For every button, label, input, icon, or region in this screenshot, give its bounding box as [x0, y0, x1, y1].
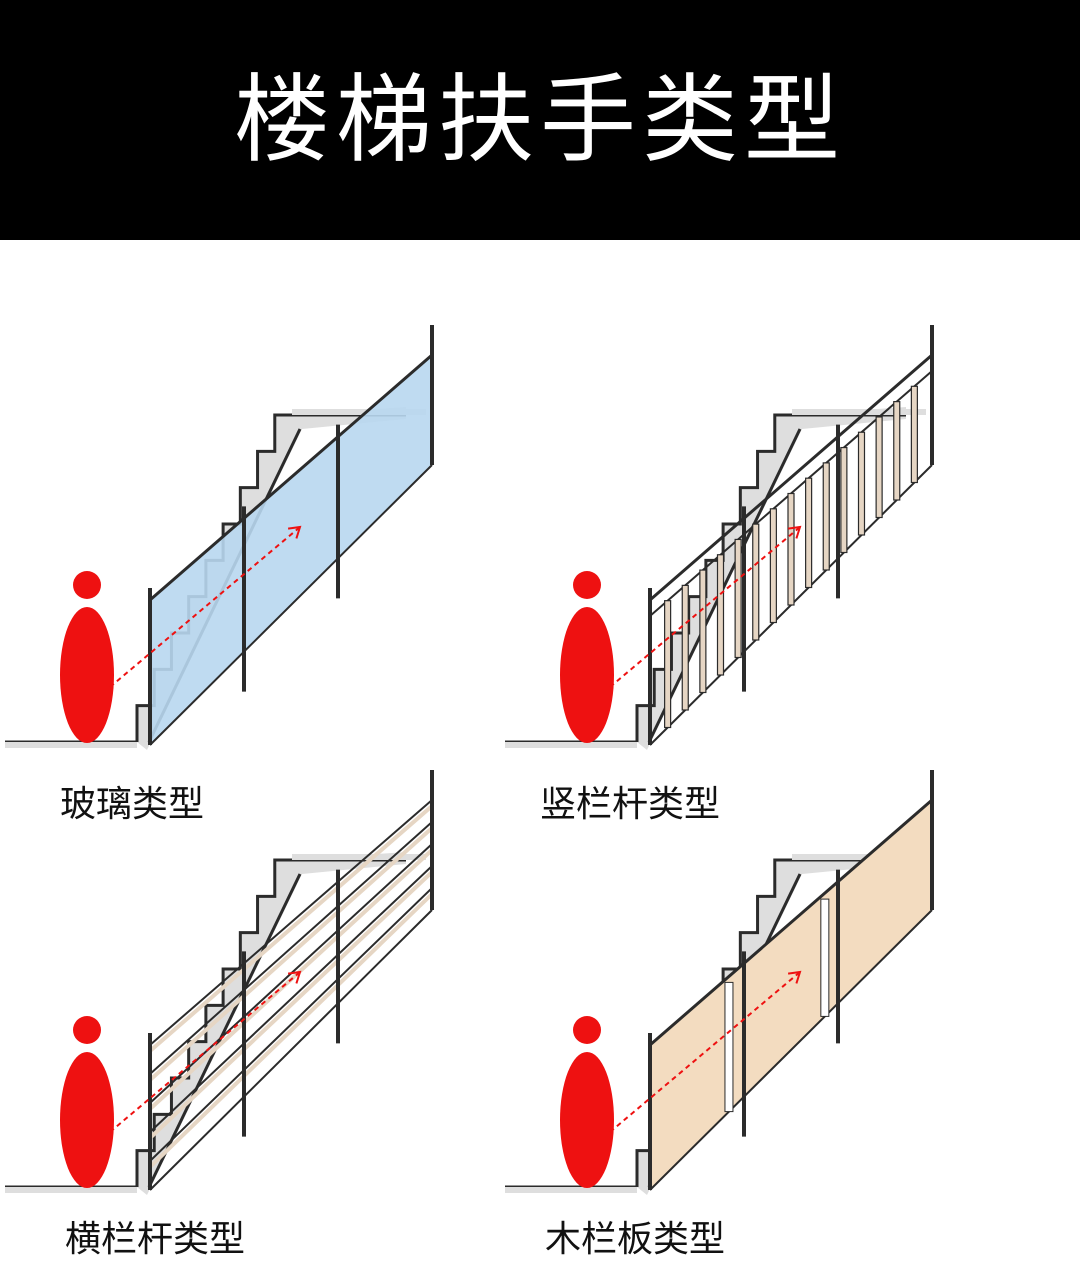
stair-underside: [147, 873, 302, 1188]
handrail-top: [649, 798, 933, 1047]
horizontal-rail-fill: [148, 870, 434, 1140]
horizontal-rail-fill: [148, 892, 434, 1169]
person-head: [573, 1016, 601, 1044]
caption-vertical: 竖栏杆类型: [540, 784, 721, 825]
horizontal-rail: [149, 909, 433, 1191]
person-body: [60, 1052, 114, 1188]
header-banner: 楼梯扶手类型: [0, 0, 1080, 240]
ground-shadow: [505, 1187, 637, 1193]
stair-shadow: [137, 407, 406, 750]
glass-railing-diagram: [5, 325, 434, 750]
ground-shadow: [505, 742, 637, 748]
ground-shadow: [5, 742, 137, 748]
baluster: [840, 446, 848, 554]
baluster: [681, 584, 689, 711]
person-head: [73, 1016, 101, 1044]
stair-steps: [135, 858, 406, 1187]
horizontal-rail-diagram: [5, 770, 434, 1195]
person-body: [560, 1052, 614, 1188]
horizontal-rail: [149, 799, 433, 1046]
glass-panel: [150, 355, 432, 745]
diagram-group: [5, 325, 434, 750]
handrail-top: [649, 353, 933, 602]
landing-shadow: [292, 409, 426, 415]
sight-arrow: [787, 525, 802, 539]
person-head: [73, 571, 101, 599]
sight-arrow: [287, 525, 302, 539]
person-body: [60, 607, 114, 743]
baluster: [910, 385, 918, 484]
panel-wood: 木栏板类型: [505, 700, 1080, 1260]
baluster: [893, 401, 901, 501]
baluster: [805, 477, 813, 589]
wood-panel: [650, 800, 932, 1190]
caption-glass: 玻璃类型: [60, 784, 205, 825]
baluster: [699, 569, 707, 694]
ground-shadow: [5, 1187, 137, 1193]
stair-shadow: [637, 852, 906, 1195]
caption-horizontal: 横栏杆类型: [65, 1219, 246, 1260]
sight-arrow: [287, 970, 302, 984]
panel-horizontal: 横栏杆类型: [0, 700, 540, 1260]
handrail-bottom: [149, 464, 433, 746]
baluster: [734, 538, 742, 659]
horizontal-rail: [149, 865, 433, 1133]
baluster: [857, 431, 866, 536]
diagram-group: [5, 770, 434, 1195]
diagram-group: [505, 770, 934, 1195]
horizontal-rail-fill: [148, 804, 434, 1053]
wood-gap: [724, 981, 734, 1113]
baluster: [822, 462, 830, 571]
panel-glass: 玻璃类型: [0, 255, 540, 825]
horizontal-rail: [149, 821, 433, 1075]
panel-vertical: 竖栏杆类型: [505, 255, 1080, 825]
handrail-top: [149, 353, 433, 602]
sight-arrow: [787, 970, 802, 984]
wood-panel-diagram: [505, 770, 934, 1195]
landing-shadow: [292, 854, 426, 860]
baluster: [875, 416, 883, 519]
horizontal-rail: [149, 887, 433, 1162]
wood-gap: [820, 898, 830, 1017]
page-title: 楼梯扶手类型: [234, 64, 846, 176]
person-body: [560, 607, 614, 743]
person-head: [573, 571, 601, 599]
baluster: [716, 554, 725, 676]
vertical-baluster-diagram: [505, 325, 934, 750]
baluster: [752, 523, 760, 641]
baluster: [769, 508, 777, 624]
handrail-bottom: [649, 909, 933, 1191]
diagram-group: [505, 325, 934, 750]
landing-shadow: [792, 409, 926, 415]
caption-wood: 木栏板类型: [545, 1219, 726, 1260]
horizontal-rail-fill: [148, 826, 434, 1082]
stair-underside: [647, 428, 802, 743]
baluster: [787, 492, 795, 606]
landing-shadow: [792, 854, 926, 860]
stair-shadow: [137, 852, 406, 1195]
baluster: [664, 600, 672, 729]
stair-shadow: [637, 407, 906, 750]
